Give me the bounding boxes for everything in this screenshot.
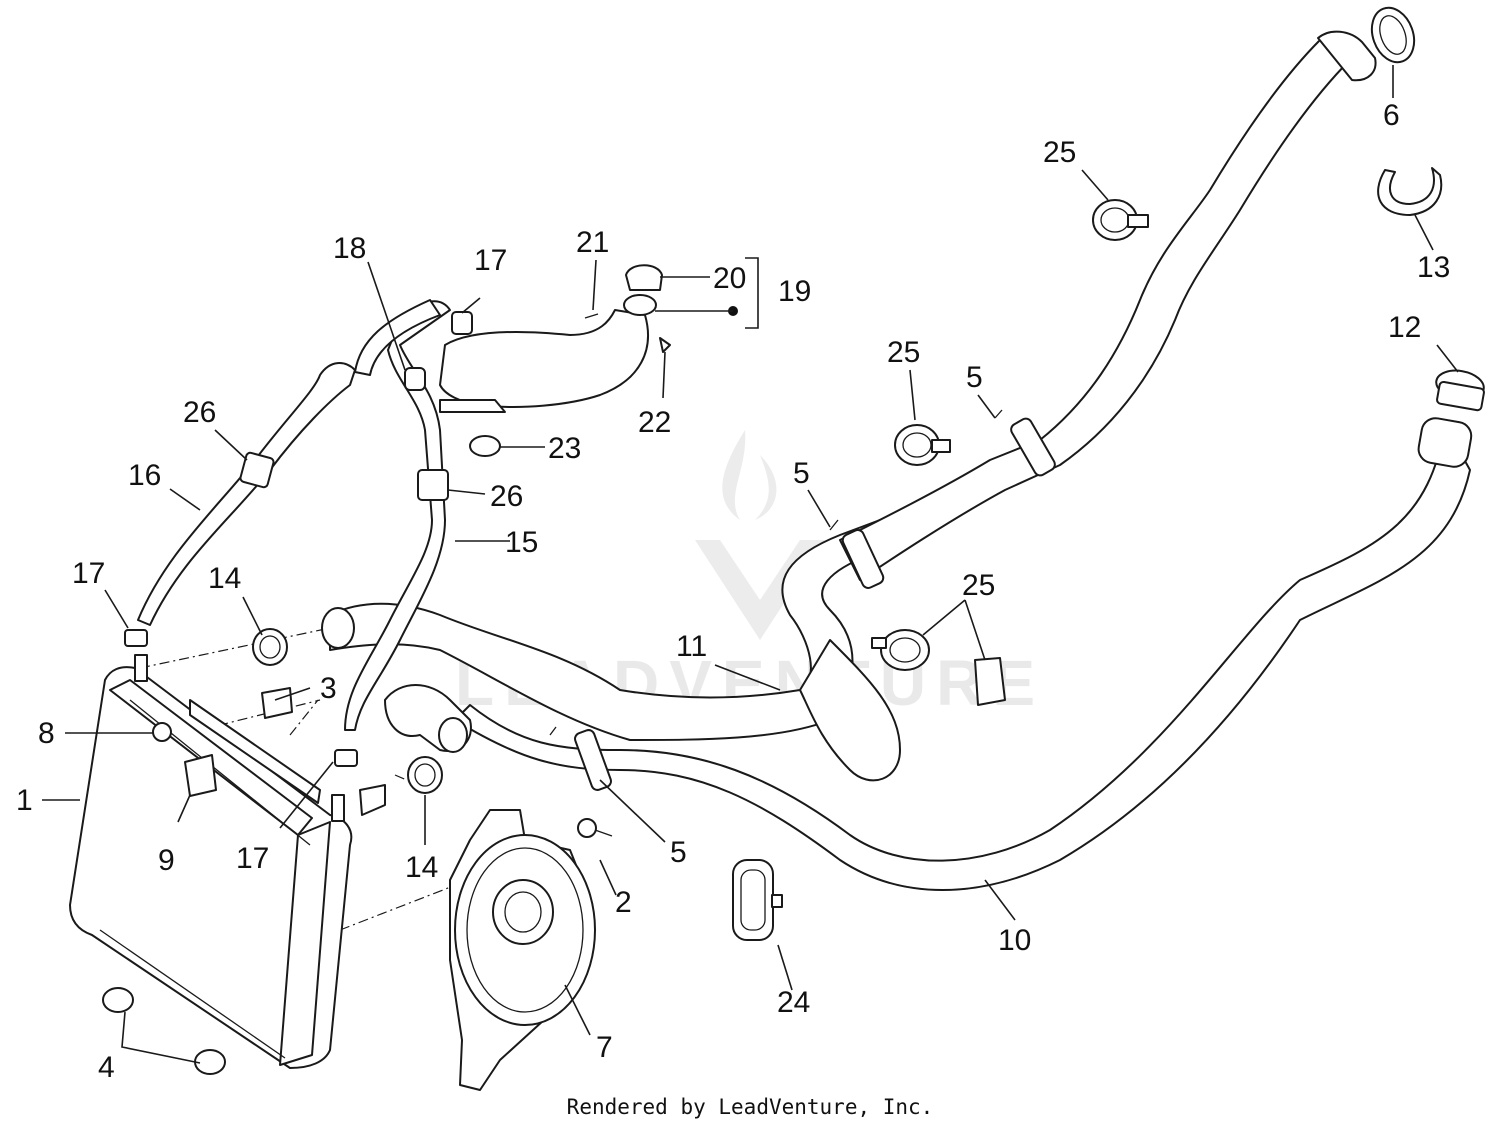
hose-clamp-14 <box>252 628 443 794</box>
callout-25-middle: 25 <box>887 336 920 369</box>
callout-5-upper: 5 <box>966 361 983 394</box>
hose-fitting-17 <box>124 311 473 767</box>
bracket-19 <box>745 257 759 329</box>
hose-clamp-13 <box>1377 167 1443 216</box>
bolt-8 <box>152 722 172 742</box>
mount-24 <box>732 859 783 941</box>
grommet-4 <box>102 987 226 1075</box>
callout-5-middle: 5 <box>793 457 810 490</box>
callout-22: 22 <box>638 406 671 439</box>
leader-lines <box>42 65 1459 1064</box>
callout-12: 12 <box>1388 311 1421 344</box>
callout-3: 3 <box>320 672 337 705</box>
callout-17-lower: 17 <box>236 842 269 875</box>
callout-21: 21 <box>576 226 609 259</box>
callout-4: 4 <box>98 1051 115 1084</box>
callout-17-left: 17 <box>72 557 105 590</box>
callout-1: 1 <box>16 784 33 817</box>
callout-17-top: 17 <box>474 244 507 277</box>
callout-25-lower: 25 <box>962 569 995 602</box>
callout-9: 9 <box>158 844 175 877</box>
callout-15: 15 <box>505 526 538 559</box>
clip-nut-9 <box>184 754 217 797</box>
render-credit: Rendered by LeadVenture, Inc. <box>567 1095 934 1119</box>
vent-hose-15 <box>344 300 451 731</box>
callout-14-lower: 14 <box>405 851 438 884</box>
hose-clamp-6 <box>1370 6 1416 64</box>
callout-25-top: 25 <box>1043 136 1076 169</box>
callout-10: 10 <box>998 924 1031 957</box>
callout-6: 6 <box>1383 99 1400 132</box>
cooling-fan <box>449 809 596 1091</box>
callout-26-right: 26 <box>490 480 523 513</box>
callout-19: 19 <box>778 275 811 308</box>
callout-7: 7 <box>596 1031 613 1064</box>
lower-radiator-hose <box>454 417 1473 891</box>
callout-18: 18 <box>333 232 366 265</box>
hose-clamp-12 <box>1435 369 1485 412</box>
callout-13: 13 <box>1417 251 1450 284</box>
callout-26-left: 26 <box>183 396 216 429</box>
callout-5-lower: 5 <box>670 836 687 869</box>
callout-labels: 1 2 3 4 5 5 5 6 7 8 9 10 11 12 13 14 14 … <box>16 99 1450 1084</box>
callout-2: 2 <box>615 886 632 919</box>
hose-clamp-5 <box>549 409 1056 791</box>
callout-24: 24 <box>777 986 810 1019</box>
screw-2 <box>577 818 613 838</box>
callout-14-upper: 14 <box>208 562 241 595</box>
overflow-hose <box>839 30 1377 581</box>
hose-clip-26 <box>239 451 449 501</box>
callout-11: 11 <box>676 630 707 663</box>
callout-16: 16 <box>128 459 161 492</box>
bracket-3 <box>261 687 293 719</box>
callout-23: 23 <box>548 432 581 465</box>
hose-clamp-25 <box>871 199 1149 706</box>
callout-8: 8 <box>38 717 55 750</box>
callout-20: 20 <box>713 262 746 295</box>
coolant-reservoir <box>404 264 671 457</box>
